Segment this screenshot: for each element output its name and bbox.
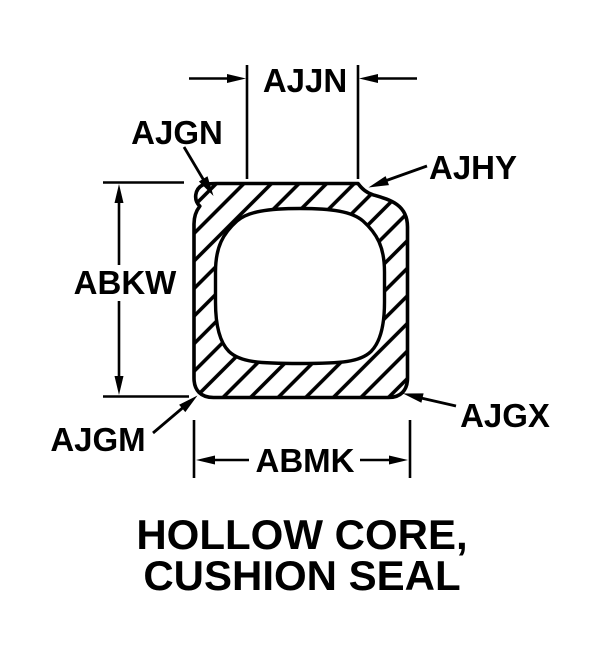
- arrowhead-down-icon: [114, 376, 124, 395]
- leader-top-right-corner: [368, 164, 428, 188]
- dim-label-top-right-corner: AJHY: [429, 149, 517, 186]
- figure-title-line2: CUSHION SEAL: [143, 552, 460, 599]
- leader-line: [384, 164, 428, 183]
- arrowhead-down-right-icon: [198, 176, 214, 196]
- dim-label-bottom-left-corner: AJGM: [50, 421, 145, 458]
- leader-top-left-corner: [182, 146, 214, 196]
- dim-label-top-left-corner: AJGN: [131, 114, 223, 151]
- hollow-core-outline: [213, 206, 387, 366]
- outer-profile-outline: [192, 181, 410, 400]
- figure-title-line1: HOLLOW CORE,: [136, 511, 467, 558]
- arrowhead-up-right-icon: [179, 395, 198, 413]
- arrowhead-up-icon: [114, 184, 124, 203]
- dimension-top-width: [189, 65, 417, 179]
- arrowhead-left-icon: [359, 74, 378, 83]
- dimension-bottom-width: [192, 420, 412, 478]
- seal-body: [192, 181, 410, 400]
- arrowhead-up-left-icon: [403, 393, 424, 403]
- dim-label-height: ABKW: [74, 264, 177, 301]
- dim-label-bottom-width: ABMK: [256, 442, 355, 479]
- leader-line: [152, 403, 187, 435]
- leader-line: [182, 146, 208, 185]
- arrowhead-right-icon: [389, 455, 408, 465]
- dim-label-bottom-right-corner: AJGX: [460, 397, 550, 434]
- dim-label-top-width: AJJN: [263, 62, 347, 99]
- arrowhead-down-left-icon: [368, 176, 389, 188]
- leader-bottom-right-corner: [403, 393, 457, 408]
- arrowhead-left-icon: [196, 455, 215, 465]
- arrowhead-right-icon: [227, 74, 246, 83]
- wall-hatching: [194, 183, 408, 398]
- leader-line: [420, 396, 457, 408]
- leader-bottom-left-corner: [152, 395, 198, 435]
- dimension-height: [103, 181, 189, 398]
